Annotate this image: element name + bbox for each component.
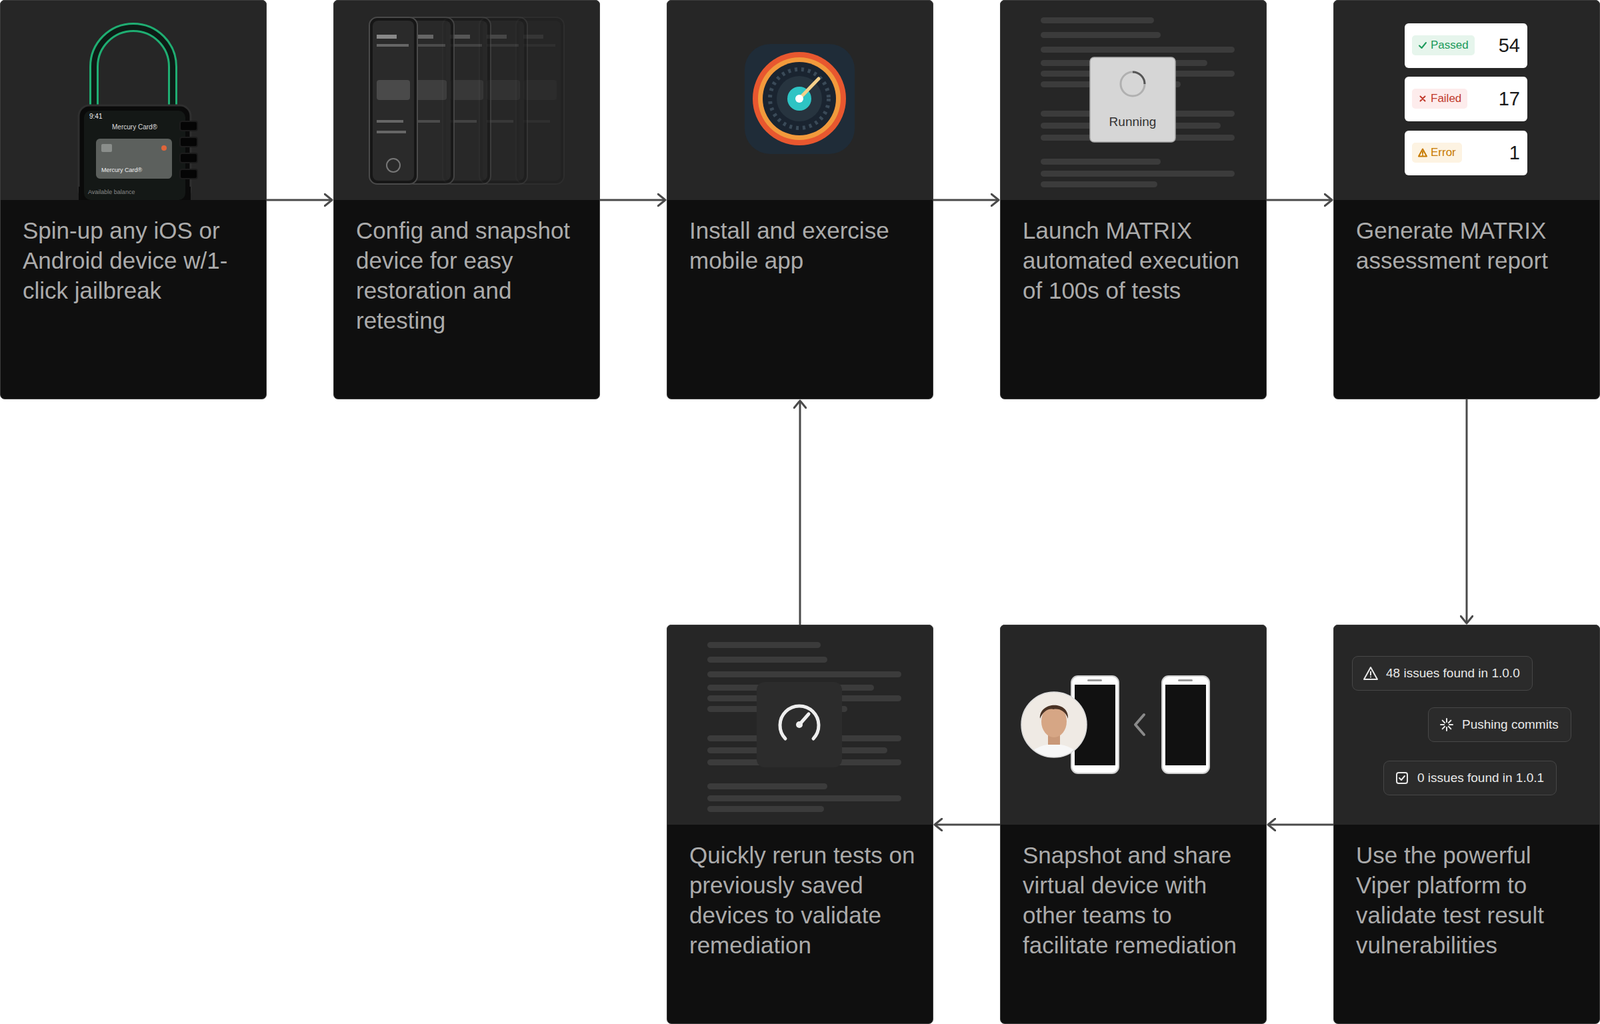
note-label: Mercury Card® <box>101 166 142 175</box>
status-pill: 0 issues found in 1.0.1 <box>1383 760 1557 796</box>
icon-stroke <box>1399 776 1405 780</box>
count-cell: 1 <box>1509 140 1520 165</box>
note-label: Running <box>1109 114 1157 130</box>
status-pill: Pushing commits <box>1428 707 1572 742</box>
process-step-box: Generate MATRIX assessment report <box>1333 0 1600 400</box>
process-step-box: Config and snapshot device for easy rest… <box>333 0 600 400</box>
status-icon <box>1394 770 1410 786</box>
step-text: Use the powerful Viper platform to valid… <box>1356 840 1582 960</box>
status-badge: Failed <box>1412 88 1468 109</box>
label-text: 9:41 <box>89 112 102 120</box>
flow-arrow <box>1266 199 1332 202</box>
label-text: 0 issues found in 1.0.1 <box>1417 770 1544 785</box>
step-text: Generate MATRIX assessment report <box>1356 215 1582 276</box>
icon-stroke <box>1364 667 1378 680</box>
label-text: Error <box>1430 146 1456 159</box>
status-badge: Error <box>1412 142 1462 163</box>
process-step-box: Quickly rerun tests on previously saved … <box>666 624 934 1024</box>
label-text: 17 <box>1498 88 1520 110</box>
icon-stroke <box>1422 152 1424 156</box>
step-text: Quickly rerun tests on previously saved … <box>689 840 916 960</box>
flow-arrow <box>266 199 332 202</box>
step-text: Config and snapshot device for easy rest… <box>356 215 582 336</box>
flow-arrow <box>600 199 666 202</box>
label-text: 54 <box>1498 34 1520 56</box>
status-badge: Passed <box>1412 35 1475 56</box>
process-step-box: Launch MATRIX automated execution of 100… <box>1000 0 1267 400</box>
icon-stroke <box>1396 772 1408 784</box>
label-text: Failed <box>1430 92 1462 105</box>
status-pill: 48 issues found in 1.0.0 <box>1352 656 1533 691</box>
process-step-box: Spin-up any iOS or Android device w/1-cl… <box>0 0 267 400</box>
label-text: Mercury Card® <box>101 166 142 174</box>
count-cell: 17 <box>1498 86 1520 111</box>
process-step-box: Snapshot and share virtual device with o… <box>1000 624 1267 1024</box>
label-text: 48 issues found in 1.0.0 <box>1386 666 1520 680</box>
status-icon <box>1418 40 1428 50</box>
flow-arrow <box>934 824 1000 826</box>
flow-arrow <box>799 400 802 625</box>
count-cell: 54 <box>1498 33 1520 58</box>
step-text: Launch MATRIX automated execution of 100… <box>1022 215 1249 306</box>
step-text: Snapshot and share virtual device with o… <box>1022 840 1249 960</box>
status-icon <box>1363 666 1378 681</box>
label-text: Running <box>1109 114 1157 129</box>
label-text: Mercury Card® <box>112 123 158 131</box>
label-text: Passed <box>1430 38 1469 52</box>
process-step-box: Install and exercise mobile app <box>666 0 934 400</box>
flow-arrow <box>933 199 999 202</box>
step-text: Spin-up any iOS or Android device w/1-cl… <box>22 215 249 306</box>
icon-stroke <box>1419 42 1426 48</box>
note-label: Available balance <box>88 188 135 197</box>
label-text: 1 <box>1509 142 1520 164</box>
step-text: Install and exercise mobile app <box>689 215 916 276</box>
status-icon <box>1418 148 1428 158</box>
flow-arrow <box>1466 399 1468 624</box>
icon-stroke <box>1440 718 1453 731</box>
icon-stroke <box>1370 672 1372 678</box>
note-label: Mercury Card® <box>112 122 158 132</box>
status-icon <box>1418 94 1428 104</box>
status-icon <box>1439 717 1454 732</box>
label-text: Pushing commits <box>1462 717 1559 732</box>
icon-stroke <box>1420 96 1426 102</box>
label-text: Available balance <box>88 188 135 196</box>
icon-stroke <box>1418 149 1427 157</box>
flow-arrow <box>1268 824 1334 826</box>
note-label: 9:41 <box>89 112 102 122</box>
